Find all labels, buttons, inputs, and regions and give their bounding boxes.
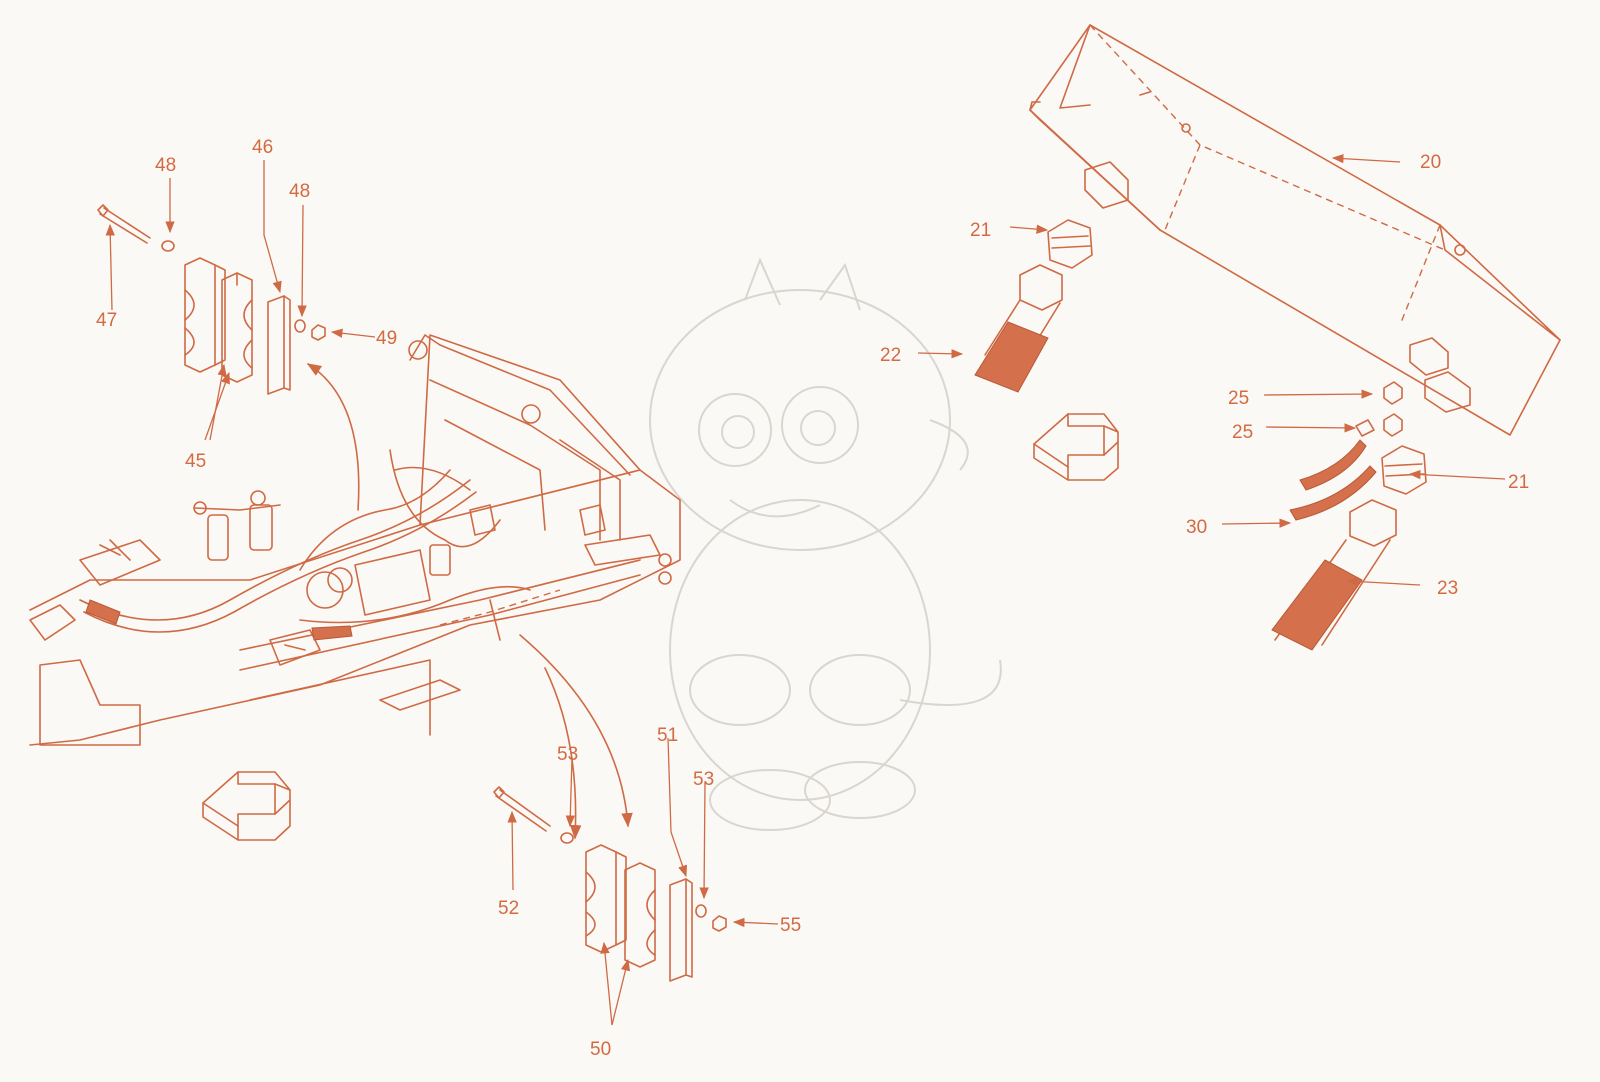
hose-22: [974, 264, 1063, 393]
callout-leaders: [105, 153, 1506, 1026]
callout-30: 30: [1186, 517, 1207, 538]
direction-arrow-right: [1033, 413, 1119, 481]
callout-22: 22: [880, 345, 901, 366]
washer-53b: [695, 904, 707, 918]
clamp-assembly-top: [97, 204, 360, 511]
callout-52: 52: [498, 898, 519, 919]
clamp-half-45-left: [184, 257, 226, 373]
install-arrow-bottom-b: [519, 634, 633, 828]
install-arrow-top: [306, 363, 360, 511]
callout-55: 55: [780, 915, 801, 936]
fitting-21-top: [1047, 219, 1093, 269]
clamp-half-50-left: [585, 844, 627, 953]
nut-49: [311, 324, 326, 341]
plate-46: [267, 295, 291, 395]
callout-23: 23: [1437, 578, 1458, 599]
callout-20: 20: [1420, 152, 1441, 173]
callout-25-a: 25: [1228, 388, 1249, 409]
install-arrow-bottom-a: [544, 667, 582, 840]
fitting-25-a: [1383, 381, 1403, 405]
bolt-52: [493, 786, 551, 832]
washer-53: [560, 832, 574, 844]
callout-53-b: 53: [693, 769, 714, 790]
dragon-watermark: [649, 257, 1002, 831]
callout-49: 49: [376, 328, 397, 349]
direction-arrow-left: [202, 771, 291, 841]
callout-50: 50: [590, 1039, 611, 1060]
callout-21-bottom: 21: [1508, 472, 1529, 493]
vehicle-chassis: [29, 334, 681, 746]
clamp-half-50-right: [624, 862, 656, 968]
callout-47: 47: [96, 310, 117, 331]
fitting-21-bottom: [1381, 445, 1427, 495]
callout-48-b: 48: [289, 181, 310, 202]
hose-23: [1271, 499, 1397, 651]
callout-48-a: 48: [155, 155, 176, 176]
hose-30: [1289, 439, 1377, 521]
hydraulic-tank-20: [1029, 24, 1561, 436]
clamp-assembly-bottom: [493, 634, 727, 982]
fitting-25-b: [1383, 413, 1403, 437]
callout-46: 46: [252, 137, 273, 158]
callout-labels: 20 21 22 25 25 21 30 23 46 48 48 47 49 4…: [96, 137, 1529, 1060]
plate-51: [669, 878, 693, 982]
callout-25-b: 25: [1232, 422, 1253, 443]
callout-45: 45: [185, 451, 206, 472]
fitting-25-c: [1355, 419, 1375, 437]
bolt-47: [97, 204, 151, 244]
washer-48: [161, 240, 175, 252]
washer-48b: [294, 319, 306, 333]
callout-21-top: 21: [970, 220, 991, 241]
callout-51: 51: [657, 725, 678, 746]
clamp-half-45-right: [221, 272, 253, 383]
nut-55: [712, 915, 727, 932]
callout-53-a: 53: [557, 744, 578, 765]
